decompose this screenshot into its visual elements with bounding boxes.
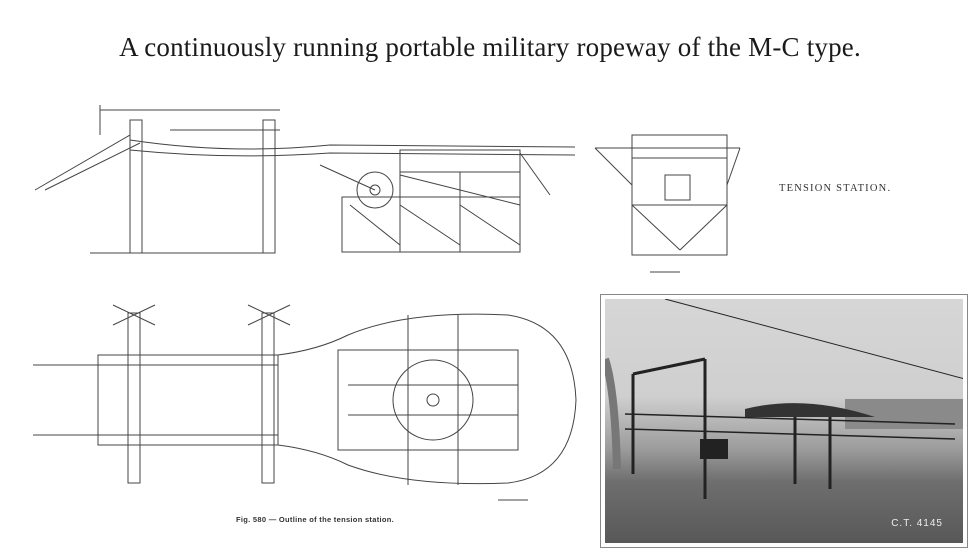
side-elevation-drawing [34,105,576,254]
figure-caption: Fig. 580 — Outline of the tension statio… [236,515,395,524]
plan-view-drawing [33,304,577,501]
ropeway-photograph: C.T. 4145 [600,294,968,548]
end-elevation-drawing [594,134,741,273]
photo-code: C.T. 4145 [891,518,943,529]
page-title: A continuously running portable military… [119,32,861,62]
tension-station-label: TENSION STATION. [779,183,892,194]
